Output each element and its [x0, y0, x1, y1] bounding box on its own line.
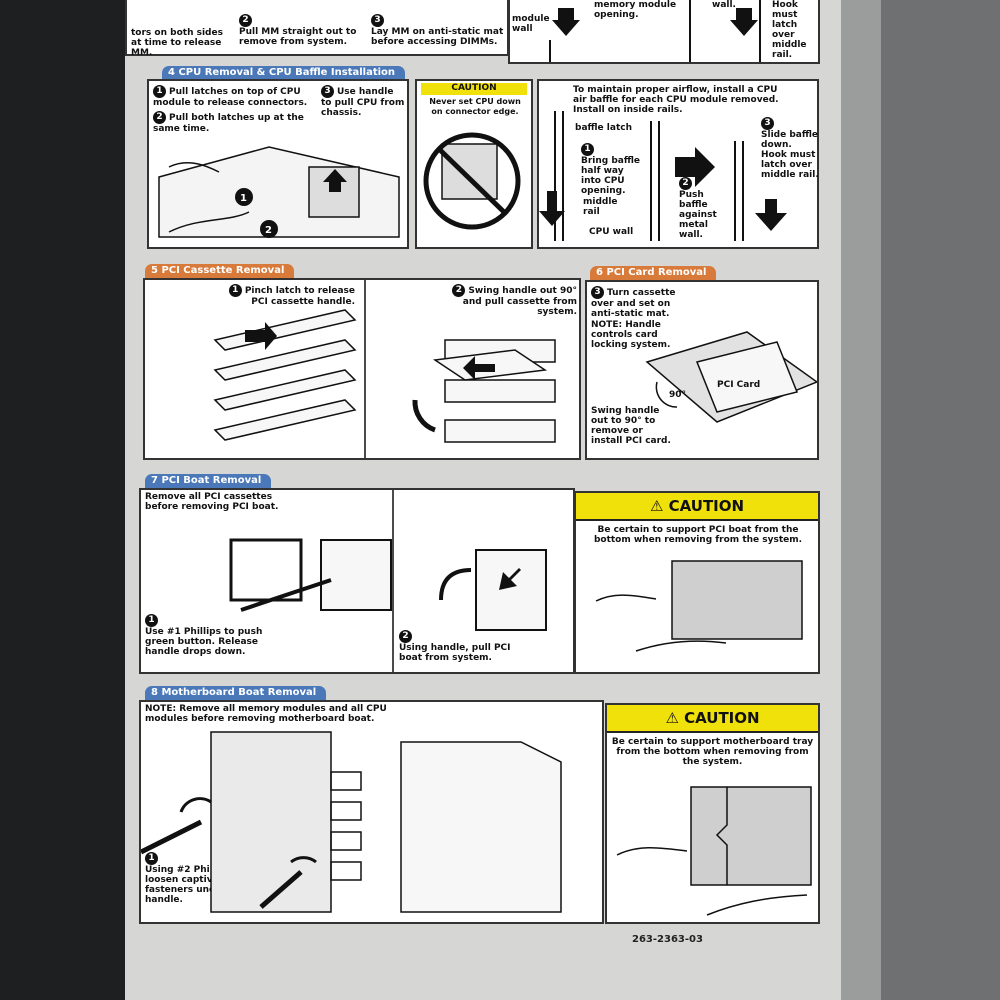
baffle-drawing [539, 111, 787, 241]
pci-card-label: PCI Card [717, 380, 760, 390]
middle-rail-label: middle rail [583, 197, 618, 217]
motherboard-caution-panel: ⚠ CAUTION Be certain to support motherbo… [605, 703, 820, 924]
memory-rail-drawing [549, 0, 761, 62]
section-8-tab: 8 Motherboard Boat Removal [145, 686, 327, 700]
module-wall-label: module wall [512, 14, 550, 34]
baffle-panel: To maintain proper airflow, install a CP… [537, 79, 819, 249]
motherboard-note: NOTE: Remove all memory modules and all … [145, 704, 387, 724]
pci-cassette-drawing [213, 280, 556, 458]
pci-boat-drawing [229, 490, 547, 672]
motherboard-caution-text: Be certain to support motherboard tray f… [611, 737, 814, 767]
motherboard-support-drawing [616, 786, 812, 916]
svg-text:2: 2 [265, 225, 272, 236]
pci-boat-caution-text: Be certain to support PCI boat from the … [593, 525, 803, 545]
svg-text:1: 1 [240, 193, 247, 204]
no-set-down-icon [423, 132, 521, 230]
pci-card-drawing: PCI Card 90° [645, 331, 817, 423]
left-background [0, 0, 125, 1000]
cpu-caution-text: Never set CPU down on connector edge. [429, 97, 521, 116]
airflow-text: To maintain proper airflow, install a CP… [573, 85, 779, 115]
cpu-wall-label: CPU wall [589, 227, 634, 237]
hook-label: Hook must latch over middle rail. [772, 0, 807, 60]
memory-steps-panel: tors on both sides at time to release MM… [125, 0, 509, 58]
motherboard-caution-title: ⚠ CAUTION [607, 705, 818, 733]
section-6-tab: 6 PCI Card Removal [590, 266, 717, 280]
chassis-edge [841, 0, 881, 1000]
cpu-module-drawing: 1 2 [158, 146, 400, 238]
section-4-tab: 4 CPU Removal & CPU Baffle Installation [162, 66, 406, 80]
motherboard-drawing [141, 731, 562, 913]
pci-boat-intro: Remove all PCI cassettes before removing… [145, 492, 279, 512]
pci-card-swing: Swing handle out to 90° to remove or ins… [591, 406, 671, 446]
section-7-tab: 7 PCI Boat Removal [145, 474, 272, 488]
background-right [881, 0, 1000, 1000]
pci-card-note: NOTE: Handle controls card locking syste… [591, 320, 671, 350]
section-5-tab: 5 PCI Cassette Removal [145, 264, 295, 278]
cpu-caution-title: CAUTION [421, 83, 527, 95]
wall-label: wall. [712, 0, 736, 10]
pci-boat-support-drawing [595, 560, 803, 652]
pci-boat-panel: Remove all PCI cassettes before removing… [139, 488, 575, 674]
pci-boat-caution-title: ⚠ CAUTION [576, 493, 818, 521]
cpu-caution-panel: CAUTION Never set CPU down on connector … [415, 79, 533, 249]
memory-rail-panel: module wall memory module opening. wall.… [508, 0, 820, 64]
motherboard-boat-panel: NOTE: Remove all memory modules and all … [139, 700, 604, 924]
angle-label: 90° [669, 390, 686, 400]
memory-opening-label: memory module opening. [594, 0, 677, 20]
part-number: 263-2363-03 [632, 934, 703, 945]
pci-boat-caution-panel: ⚠ CAUTION Be certain to support PCI boat… [574, 491, 820, 674]
baffle-latch-label: baffle latch [575, 123, 633, 133]
step-release-text: tors on both sides at time to release MM… [131, 28, 223, 58]
